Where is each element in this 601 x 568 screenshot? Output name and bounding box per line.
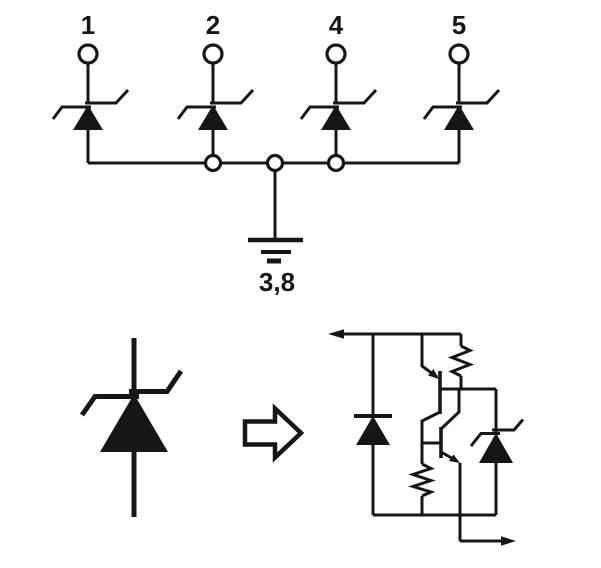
tvs-diode-4-icon xyxy=(299,88,378,132)
diode-d2-triangle xyxy=(479,433,513,463)
tvs-diode-5-icon xyxy=(422,88,501,132)
tvs-large-triangle xyxy=(100,394,168,452)
ground-symbol xyxy=(248,170,303,264)
diode-d1-triangle xyxy=(356,416,390,445)
pin-5-label: 5 xyxy=(452,10,466,40)
tvs-symbol-large-icon xyxy=(79,338,184,517)
diode-d2-bar-right xyxy=(492,418,525,432)
equivalent-circuit xyxy=(328,329,525,546)
pin-4-branch: 4 xyxy=(299,10,378,155)
pin-4-label: 4 xyxy=(329,10,344,40)
equivalence-arrow-icon xyxy=(242,403,305,463)
tvs-diode-icon xyxy=(469,389,525,515)
bus-junction-4 xyxy=(326,153,346,173)
output-terminal xyxy=(458,463,516,546)
q1-emitter-wire xyxy=(420,334,438,379)
pin-4-terminal xyxy=(325,43,347,65)
pin-2-branch: 2 xyxy=(176,10,255,155)
tvs-large-bar-right xyxy=(129,369,184,394)
tvs-diode-1-icon xyxy=(51,88,130,132)
q2-collector-wire xyxy=(439,389,461,431)
bus-junction-2 xyxy=(203,153,223,173)
pin-1-terminal xyxy=(77,43,99,65)
pin-1-branch: 1 xyxy=(51,10,130,163)
q1-emitter-arrow xyxy=(428,369,439,379)
pnp-transistor-icon xyxy=(420,334,442,443)
top-resistor-icon xyxy=(447,334,475,389)
output-terminal-arrow-icon xyxy=(501,536,516,546)
pin-array-schematic: 1 2 4 5 xyxy=(51,10,501,297)
npn-transistor-icon xyxy=(422,389,461,463)
tvs-diode-2-icon xyxy=(176,88,255,132)
left-terminal-arrow-icon xyxy=(328,329,344,339)
base-resistor-icon xyxy=(408,443,436,515)
pin-2-terminal xyxy=(202,43,224,65)
steering-diode-icon xyxy=(354,334,392,515)
r2-zigzag xyxy=(408,462,436,498)
diode-d2-bar-left xyxy=(469,432,500,447)
pin-1-label: 1 xyxy=(81,10,95,40)
ground-pins-label: 3,8 xyxy=(259,267,295,297)
q1-collector-wire xyxy=(420,410,441,443)
pin-2-label: 2 xyxy=(206,10,220,40)
r1-zigzag xyxy=(447,344,475,378)
q2-emitter-arrow xyxy=(449,454,460,463)
pin-5-terminal xyxy=(448,43,470,65)
ground-junction xyxy=(265,153,285,173)
tvs-large-bar-left xyxy=(79,394,139,417)
pin-5-branch: 5 xyxy=(422,10,501,163)
